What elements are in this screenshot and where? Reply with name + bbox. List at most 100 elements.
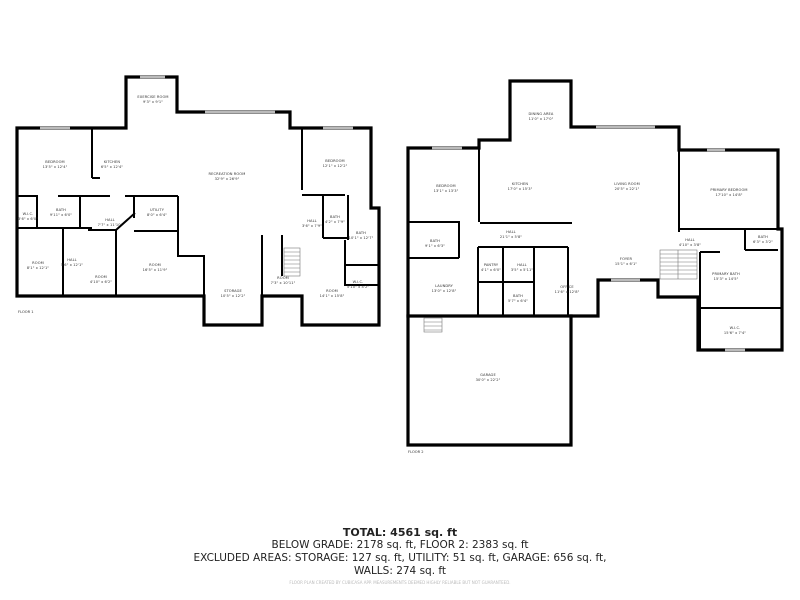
room-dimensions: 7'7" x 11'10" [97,223,123,228]
room-dimensions: 3'6" x 6'0" [18,217,38,222]
floor-2-stairs [423,249,698,333]
room-dimensions: 13'5" x 12'4" [42,165,68,170]
floor-2-walls [406,79,784,447]
room-dimensions: 5'7" x 6'4" [508,299,528,304]
room-name: HALL [67,258,77,262]
room-dimensions: 20'5" x 22'1" [614,187,640,192]
room-name: ROOM [326,289,338,293]
room-dimensions: 16'5" x 11'9" [142,268,168,273]
room-name: PRIMARY BEDROOM [710,188,748,192]
room-name: W.I.C. [729,326,741,330]
room-name: W.I.C. [22,212,34,216]
room-name: BATH [56,208,66,212]
room-dimensions: 17'10" x 14'8" [715,193,743,198]
room-name: OFFICE [560,285,574,289]
room-name: LAUNDRY [435,284,453,288]
room-name: BATH [430,239,440,243]
room-name: EXERCISE ROOM [137,95,169,99]
room-name: GARAGE [480,373,496,377]
room-dimensions: 6'5" x 12'4" [100,165,124,170]
room-dimensions: 13'1" x 13'3" [433,189,459,194]
floor-1-walls [15,75,381,327]
area-breakdown: BELOW GRADE: 2178 sq. ft, FLOOR 2: 2383 … [271,539,529,551]
room-name: BATH [758,235,768,239]
room-dimensions: 4'10" x 3'8" [678,243,702,248]
room-dimensions: 21'1" x 5'8" [499,235,523,240]
room-dimensions: 13'0" x 12'8" [431,289,457,294]
walls-area: WALLS: 274 sq. ft [353,565,447,577]
room-name: UTILITY [149,208,165,212]
room-dimensions: 9'11" x 6'0" [49,213,73,218]
room-name: ROOM [32,261,44,265]
total-area: TOTAL: 4561 sq. ft [342,526,458,539]
room-dimensions: 5'6" x 12'1" [60,263,84,268]
room-name: BATH [356,231,366,235]
room-dimensions: 10'1" x 12'7" [348,236,374,241]
room-name: BATH [330,215,340,219]
room-dimensions: 5'10" x 4'2" [346,285,370,290]
room-dimensions: 30'0" x 22'2" [475,378,501,383]
room-dimensions: 4'2" x 7'9" [325,220,345,225]
room-label: W.I.C.3'6" x 6'0" [18,212,38,223]
room-dimensions: 15'1" x 6'1" [614,262,638,267]
room-label: W.I.C.15'6" x 7'4" [724,326,746,337]
room-dimensions: 17'0" x 15'3" [507,187,533,192]
room-label: W.I.C.5'10" x 4'2" [347,280,369,291]
room-dimensions: 4'10" x 6'2" [89,280,113,285]
room-dimensions: 14'1" x 15'8" [319,294,345,299]
room-name: HALL [506,230,516,234]
room-dimensions: 8'0" x 6'4" [147,213,167,218]
room-dimensions: 3'5" x 5'11" [510,268,534,273]
room-name: LIVING ROOM [614,182,640,186]
room-name: HALL [517,263,527,267]
floor-1-stairs [283,247,301,277]
room-dimensions: 7'3" x 10'11" [270,281,296,286]
room-name: HALL [105,218,115,222]
room-name: ROOM [277,276,289,280]
room-dimensions: 4'1" x 6'0" [481,268,501,273]
room-name: W.I.C. [352,280,364,284]
room-name: RECREATION ROOM [208,172,246,176]
room-name: BEDROOM [45,160,65,164]
room-dimensions: 6'3" x 3'2" [753,240,773,245]
room-name: BEDROOM [325,159,345,163]
room-dimensions: 3'6" x 7'9" [302,224,322,229]
room-name: STORAGE [224,289,242,293]
room-name: HALL [685,238,695,242]
room-name: ROOM [149,263,161,267]
disclaimer: FLOOR PLAN CREATED BY CUBICASA APP. MEAS… [289,580,511,585]
room-dimensions: 15'6" x 7'4" [723,331,747,336]
room-dimensions: 9'3" x 9'1" [143,100,163,105]
excluded-areas: EXCLUDED AREAS: STORAGE: 127 sq. ft, UTI… [193,552,607,564]
floor-1-label: FLOOR 1 [18,310,34,314]
